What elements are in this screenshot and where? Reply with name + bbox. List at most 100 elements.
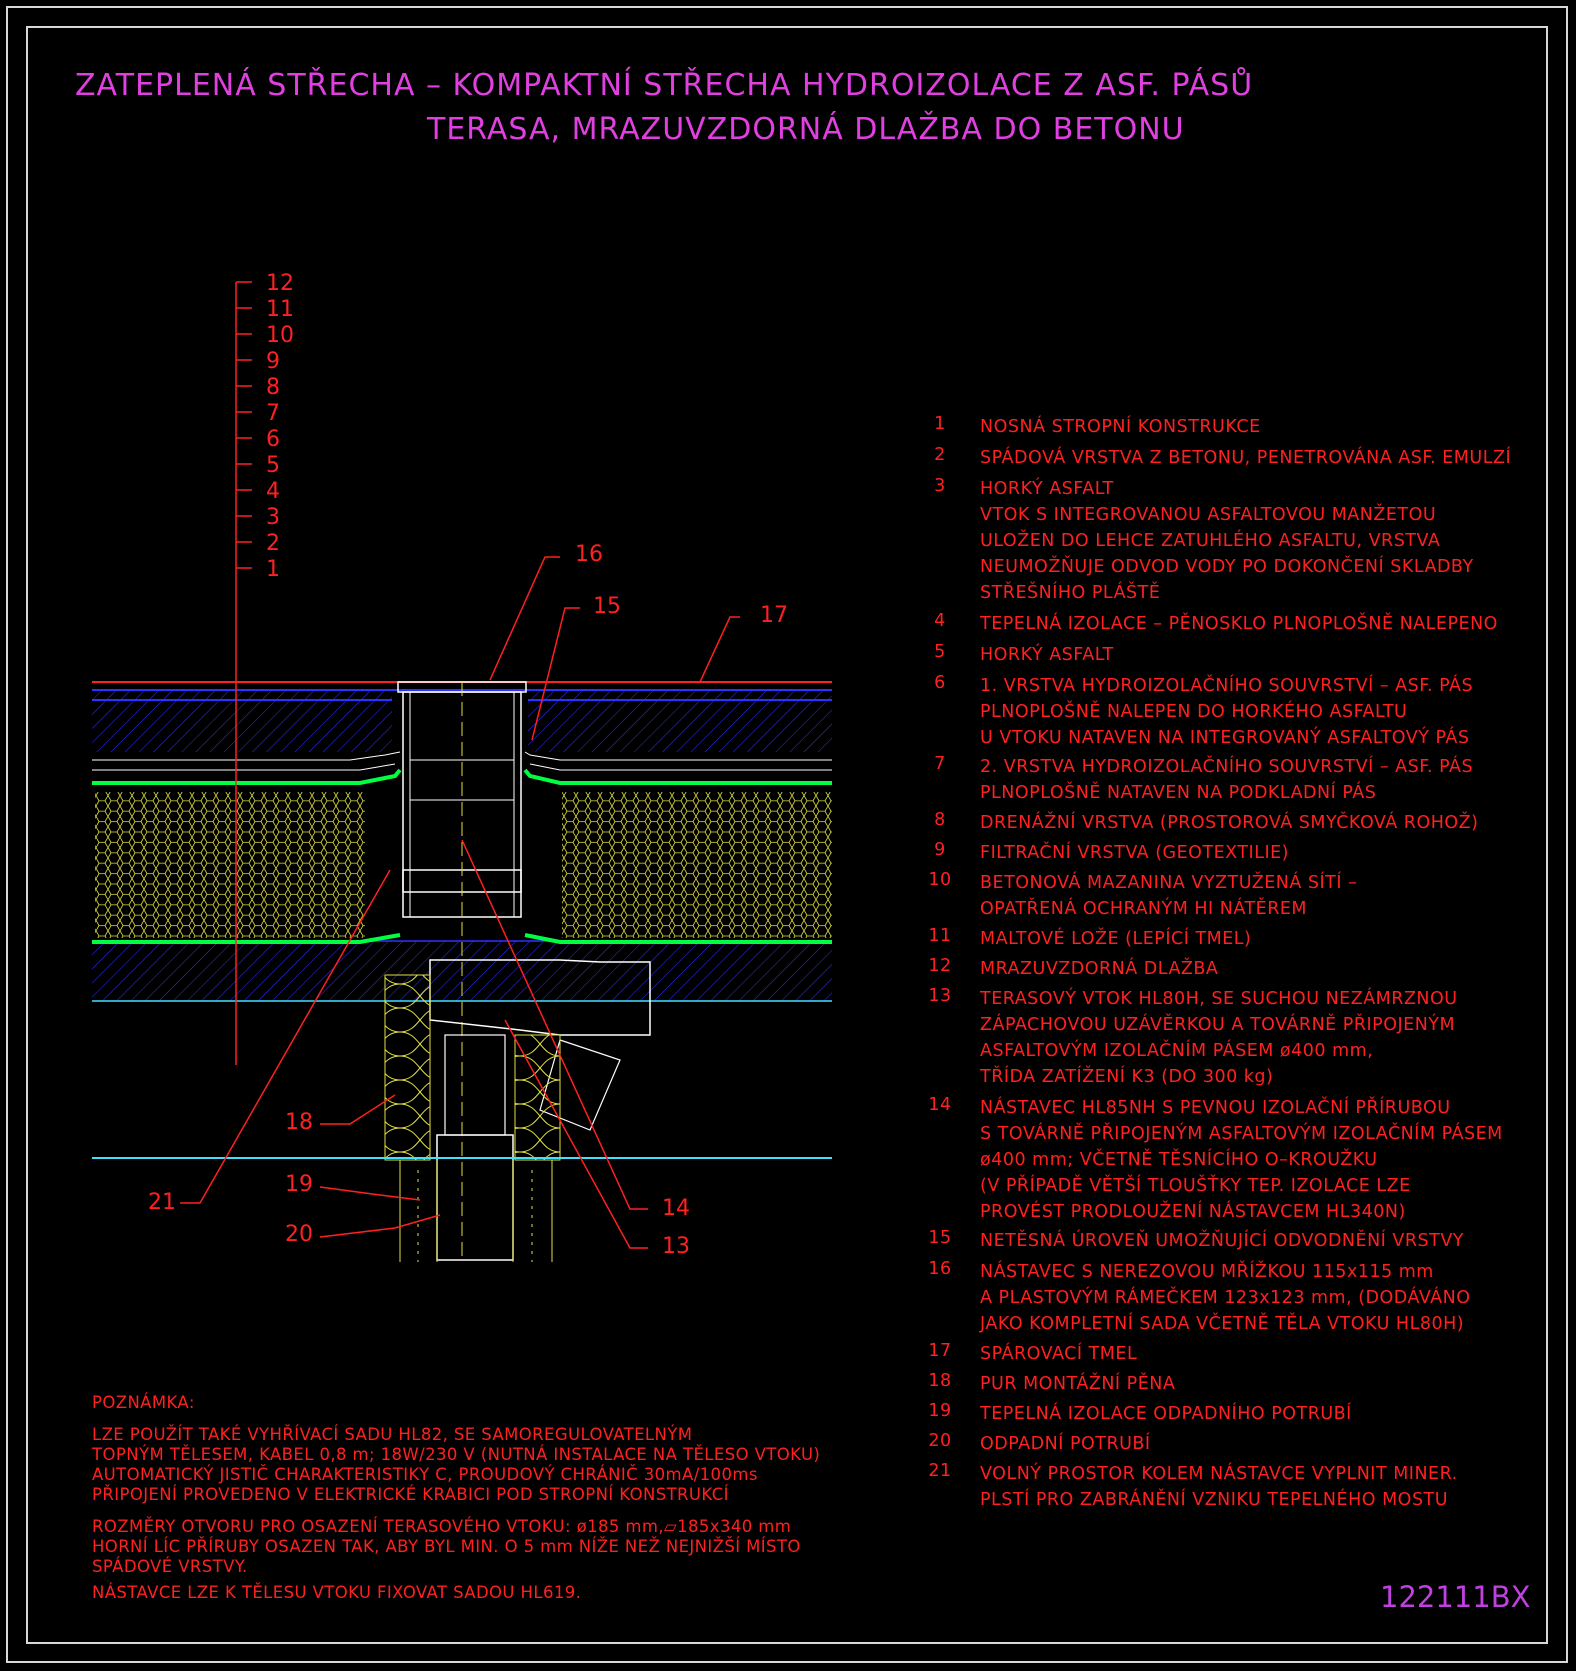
legend-text: VTOK S INTEGROVANOU ASFALTOVOU MANŽETOU [980, 505, 1437, 525]
note-paragraph-fixing: NÁSTAVCE LZE K TĚLESU VTOKU FIXOVAT SADO… [92, 1583, 892, 1603]
legend-text: NÁSTAVEC HL85NH S PEVNOU IZOLAČNÍ PŘÍRUB… [980, 1098, 1451, 1118]
legend-text: 2. VRSTVA HYDROIZOLAČNÍHO SOUVRSTVÍ – AS… [980, 757, 1474, 777]
legend-number: 17 [928, 1341, 952, 1361]
legend-item-6: 6 1. VRSTVA HYDROIZOLAČNÍHO SOUVRSTVÍ – A… [925, 673, 1525, 751]
legend-text: ULOŽEN DO LEHCE ZATUHLÉHO ASFALTU, VRSTV… [980, 531, 1441, 551]
legend-text: MALTOVÉ LOŽE (LEPÍCÍ TMEL) [980, 929, 1252, 949]
legend-number: 2 [934, 445, 946, 465]
drawing-code: 122111BX [1380, 1580, 1531, 1614]
foam-glass-insulation [95, 792, 832, 938]
legend-text: BETONOVÁ MAZANINA VYZTUŽENÁ SÍTÍ – [980, 873, 1358, 893]
waterproofing-membrane [92, 768, 832, 944]
layer-tick-label: 3 [266, 505, 280, 530]
legend-number: 10 [928, 870, 952, 890]
note-paragraph-heating: LZE POUŽÍT TAKÉ VYHŘÍVACÍ SADU HL82, SE … [92, 1425, 892, 1505]
legend-number: 20 [928, 1431, 952, 1451]
callout-14: 14 [662, 1196, 690, 1221]
legend-text: PROVÉST PRODLOUŽENÍ NÁSTAVCEM HL340N) [980, 1202, 1406, 1222]
legend-number: 16 [928, 1259, 952, 1279]
callout-leaders [180, 556, 740, 1249]
legend-number: 4 [934, 611, 946, 631]
layer-tick-label: 5 [266, 453, 280, 478]
layer-tick-label: 6 [266, 427, 280, 452]
legend-text: DRENÁŽNÍ VRSTVA (PROSTOROVÁ SMYČKOVÁ ROH… [980, 813, 1479, 833]
pur-foam [384, 974, 561, 1161]
note-line: LZE POUŽÍT TAKÉ VYHŘÍVACÍ SADU HL82, SE … [92, 1425, 693, 1444]
legend-text: PLNOPLOŠNĚ NATAVEN NA PODKLADNÍ PÁS [980, 783, 1377, 803]
legend-text: S TOVÁRNĚ PŘIPOJENÝM ASFALTOVÝM IZOLAČNÍ… [980, 1124, 1503, 1144]
callout-15: 15 [593, 594, 621, 619]
legend-item-20: 20 ODPADNÍ POTRUBÍ [925, 1431, 1525, 1457]
legend-text: OPATŘENÁ OCHRANÝM HI NÁTĚREM [980, 899, 1308, 919]
legend-text: PLSTÍ PRO ZABRÁNĚNÍ VZNIKU TEPELNÉHO MOS… [980, 1490, 1449, 1510]
callout-17: 17 [760, 603, 788, 628]
legend-text: NOSNÁ STROPNÍ KONSTRUKCE [980, 417, 1261, 437]
legend-number: 8 [934, 810, 946, 830]
legend-text: NETĚSNÁ ÚROVEŇ UMOŽŇUJÍCÍ ODVODNĚNÍ VRST… [980, 1231, 1464, 1251]
layer-tick-label: 1 [266, 557, 280, 582]
legend-item-2: 2 SPÁDOVÁ VRSTVA Z BETONU, PENETROVÁNA AS… [925, 445, 1525, 471]
legend-text: ASFALTOVÝM IZOLAČNÍM PÁSEM ø400 mm, [980, 1041, 1374, 1061]
callout-20: 20 [285, 1222, 313, 1247]
note-line: HORNÍ LÍC PŘÍRUBY OSAZEN TAK, ABY BYL MI… [92, 1537, 801, 1556]
legend-number: 13 [928, 986, 952, 1006]
callout-18: 18 [285, 1110, 313, 1135]
legend-item-13: 13 TERASOVÝ VTOK HL80H, SE SUCHOU NEZÁMRZ… [925, 986, 1525, 1090]
legend-text: PLNOPLOŠNĚ NALEPEN DO HORKÉHO ASFALTU [980, 702, 1408, 722]
concrete-screed-layer [92, 690, 832, 752]
layer-tick-label: 11 [266, 297, 294, 322]
legend-text: HORKÝ ASFALT [980, 645, 1114, 665]
note-line: TOPNÝM TĚLESEM, KABEL 0,8 m; 18W/230 V (… [92, 1445, 821, 1464]
callout-16: 16 [575, 542, 603, 567]
legend-item-17: 17 SPÁROVACÍ TMEL [925, 1341, 1525, 1367]
legend-text: A PLASTOVÝM RÁMEČKEM 123x123 mm, (DODÁVÁ… [980, 1288, 1471, 1308]
callout-19: 19 [285, 1172, 313, 1197]
note-block: POZNÁMKA: LZE POUŽÍT TAKÉ VYHŘÍVACÍ SADU… [92, 1393, 892, 1603]
legend-text: SPÁDOVÁ VRSTVA Z BETONU, PENETROVÁNA ASF… [980, 448, 1512, 468]
note-line: ROZMĚRY OTVORU PRO OSAZENÍ TERASOVÉHO VT… [92, 1517, 792, 1536]
legend-text: TERASOVÝ VTOK HL80H, SE SUCHOU NEZÁMRZNO… [980, 989, 1458, 1009]
legend-text: HORKÝ ASFALT [980, 479, 1114, 499]
legend-text: NEUMOŽŇUJE ODVOD VODY PO DOKONČENÍ SKLAD… [980, 557, 1474, 577]
membrane-outline [92, 751, 832, 771]
layer-tick-label: 2 [266, 531, 280, 556]
legend-number: 7 [934, 754, 946, 774]
legend-text: PUR MONTÁŽNÍ PĚNA [980, 1374, 1176, 1394]
legend-item-7: 7 2. VRSTVA HYDROIZOLAČNÍHO SOUVRSTVÍ – A… [925, 754, 1525, 806]
note-heading: POZNÁMKA: [92, 1393, 195, 1412]
layer-tick-label: 12 [266, 271, 294, 296]
legend-text: MRAZUVZDORNÁ DLAŽBA [980, 959, 1219, 979]
legend-number: 19 [928, 1401, 952, 1421]
legend-text: 1. VRSTVA HYDROIZOLAČNÍHO SOUVRSTVÍ – AS… [980, 676, 1474, 696]
legend-number: 11 [928, 926, 952, 946]
callout-21: 21 [148, 1190, 176, 1215]
legend-item-10: 10 BETONOVÁ MAZANINA VYZTUŽENÁ SÍTÍ – OPAT… [925, 870, 1525, 922]
legend-text: ODPADNÍ POTRUBÍ [980, 1434, 1151, 1454]
title-line-1: ZATEPLENÁ STŘECHA – KOMPAKTNÍ STŘECHA HY… [75, 68, 1254, 103]
legend-number: 6 [934, 673, 946, 693]
pipe-insulation [399, 1160, 553, 1262]
legend-text: STŘEŠNÍHO PLÁŠTĚ [980, 583, 1161, 603]
note-line: PŘIPOJENÍ PROVEDENO V ELEKTRICKÉ KRABICI… [92, 1485, 729, 1504]
legend-number: 9 [934, 840, 946, 860]
callout-13: 13 [662, 1234, 690, 1259]
legend-text: JAKO KOMPLETNÍ SADA VČETNĚ TĚLA VTOKU HL… [980, 1314, 1465, 1334]
note-paragraph-opening: ROZMĚRY OTVORU PRO OSAZENÍ TERASOVÉHO VT… [92, 1517, 892, 1577]
note-line: AUTOMATICKÝ JISTIČ CHARAKTERISTIKY C, PR… [92, 1465, 758, 1484]
title-line-2: TERASA, MRAZUVZDORNÁ DLAŽBA DO BETONU [427, 112, 1185, 147]
legend-text: VOLNÝ PROSTOR KOLEM NÁSTAVCE VYPLNIT MIN… [980, 1464, 1458, 1484]
legend-text: SPÁROVACÍ TMEL [980, 1344, 1138, 1364]
legend-text: (V PŘÍPADĚ VĚTŠÍ TLOUŠŤKY TEP. IZOLACE L… [980, 1176, 1411, 1196]
